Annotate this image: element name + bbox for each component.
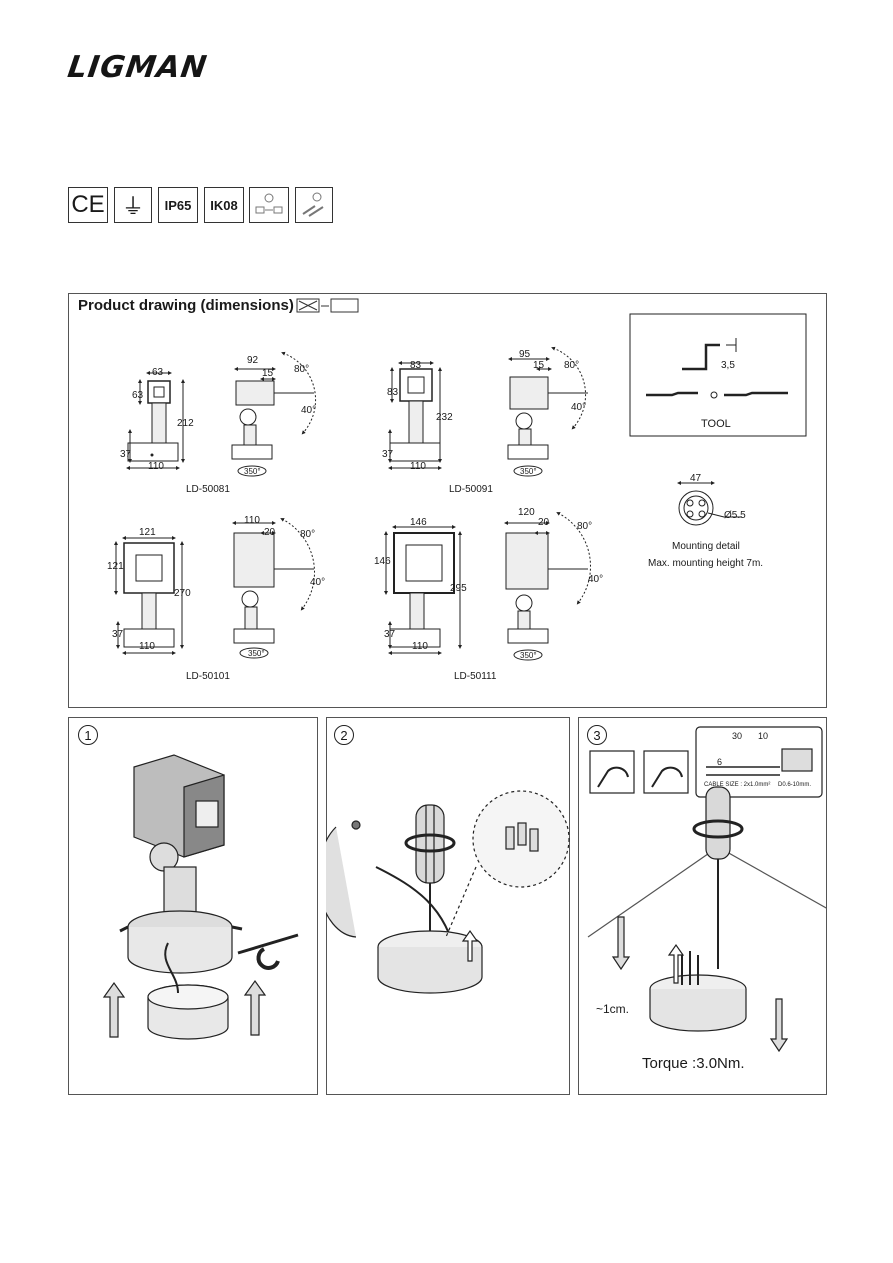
tool-label: TOOL <box>701 418 731 430</box>
ip65-badge: IP65 <box>158 187 198 223</box>
p3-tilt-down: 40° <box>310 577 326 588</box>
dimension-drawings <box>114 313 807 661</box>
p4-model: LD-50111 <box>454 671 497 682</box>
strip-length-b: 10 <box>758 731 769 741</box>
p3-base-width: 110 <box>139 641 155 652</box>
mount-dim: 47 <box>690 473 702 484</box>
p2-model: LD-50091 <box>449 484 493 495</box>
p4-front-height: 146 <box>374 556 391 567</box>
p4-side-depth: 120 <box>518 507 535 518</box>
p3-base-height: 37 <box>112 629 124 640</box>
p3-rotation: 350° <box>248 649 265 658</box>
step-2-number: 2 <box>334 725 354 745</box>
p3-total-height: 270 <box>174 588 191 599</box>
p4-base-width: 110 <box>412 641 428 652</box>
p3-side-offset: 20 <box>264 527 276 538</box>
ground-symbol-icon: ⏚ <box>114 187 152 223</box>
p4-base-height: 37 <box>384 629 396 640</box>
strip-length-c: 6 <box>717 757 723 767</box>
p1-model: LD-50081 <box>186 484 230 495</box>
p1-side-offset: 15 <box>262 368 274 379</box>
p1-tilt-up: 80° <box>294 364 310 375</box>
cable-diameter-label: D0.6-10mm. <box>778 782 812 788</box>
p2-front-width: 83 <box>410 360 422 371</box>
p2-total-height: 232 <box>436 412 453 423</box>
cable-size-label: CABLE SIZE : 2x1.0mm² <box>704 782 771 788</box>
p4-rotation: 350° <box>520 651 537 660</box>
p3-front-height: 121 <box>107 561 124 572</box>
drawing-title: Product drawing (dimensions) <box>78 297 294 314</box>
p4-side-offset: 20 <box>538 517 550 528</box>
torque-label: Torque :3.0Nm. <box>642 1055 745 1072</box>
p1-front-width: 63 <box>152 367 164 378</box>
p1-base-height: 37 <box>120 449 132 460</box>
strip-length-a: 30 <box>732 731 743 741</box>
max-height-label: Max. mounting height 7m. <box>648 558 764 569</box>
mount-hole: Ø5.5 <box>724 510 746 521</box>
p2-side-offset: 15 <box>533 360 545 371</box>
p2-side-depth: 95 <box>519 349 531 360</box>
p4-tilt-down: 40° <box>588 574 604 585</box>
p1-front-height: 63 <box>132 390 144 401</box>
step-1-number: 1 <box>78 725 98 745</box>
p1-side-depth: 92 <box>247 355 259 366</box>
ik08-badge: IK08 <box>204 187 244 223</box>
step-1-panel <box>68 717 318 1095</box>
step-3-number: 3 <box>587 725 607 745</box>
p1-base-width: 110 <box>148 461 164 472</box>
step-3-panel <box>578 717 827 1095</box>
ce-mark-icon: CE <box>68 187 108 223</box>
p4-total-height: 295 <box>450 583 467 594</box>
installation-symbol-icon <box>296 298 359 313</box>
p3-side-depth: 110 <box>244 515 260 526</box>
product-drawing-panel <box>68 293 827 708</box>
p1-total-height: 212 <box>177 418 194 429</box>
p2-rotation: 350° <box>520 467 537 476</box>
p4-front-width: 146 <box>410 517 427 528</box>
mounting-detail-label: Mounting detail <box>672 541 740 552</box>
p2-front-height: 83 <box>387 387 399 398</box>
p1-tilt-down: 40° <box>301 405 317 416</box>
p2-base-height: 37 <box>382 449 394 460</box>
p3-model: LD-50101 <box>186 671 230 682</box>
p2-base-width: 110 <box>410 461 426 472</box>
install-symbol-icon <box>249 187 289 223</box>
tool-hex-size: 3,5 <box>721 360 735 371</box>
p2-tilt-up: 80° <box>564 360 580 371</box>
p4-tilt-up: 80° <box>577 521 593 532</box>
install-depth-label: ~1cm. <box>596 1002 630 1016</box>
step-1-illustration <box>102 754 299 1040</box>
p1-rotation: 350° <box>244 467 261 476</box>
p3-front-width: 121 <box>139 527 156 538</box>
tools-symbol-icon <box>295 187 333 223</box>
step-3-illustration <box>587 726 827 1053</box>
step-2-illustration <box>326 790 570 994</box>
brand-logo: LIGMAN <box>65 50 210 85</box>
p2-tilt-down: 40° <box>571 402 587 413</box>
p3-tilt-up: 80° <box>300 529 316 540</box>
